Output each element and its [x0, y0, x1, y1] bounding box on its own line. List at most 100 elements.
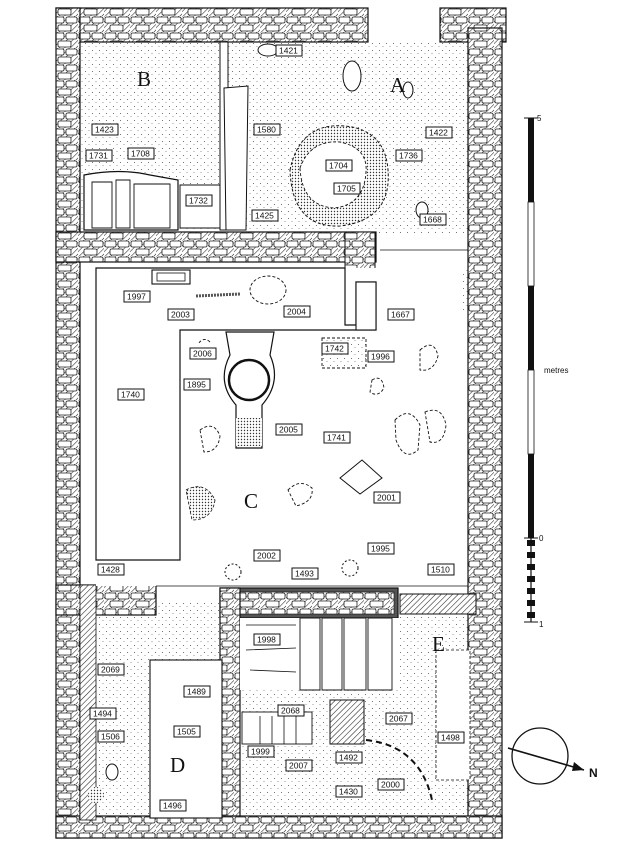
svg-text:1895: 1895	[187, 380, 206, 390]
svg-text:2002: 2002	[257, 551, 276, 561]
context-label-1425: 1425	[251, 209, 279, 222]
svg-text:1498: 1498	[441, 733, 460, 743]
context-label-1506: 1506	[97, 730, 125, 743]
context-label-2006: 2006	[189, 347, 217, 360]
context-label-1997: 1997	[123, 290, 151, 303]
svg-text:1425: 1425	[255, 211, 274, 221]
context-label-1422: 1422	[425, 126, 453, 139]
context-label-1736: 1736	[395, 149, 423, 162]
north-arrowhead-icon	[572, 762, 584, 771]
context-label-1496: 1496	[159, 799, 187, 812]
svg-text:1708: 1708	[131, 149, 150, 159]
north-arrow: N	[507, 727, 598, 785]
svg-text:1422: 1422	[429, 128, 448, 138]
svg-text:2004: 2004	[287, 307, 306, 317]
context-label-2007: 2007	[285, 759, 313, 772]
context-label-1423: 1423	[91, 123, 119, 136]
svg-text:1995: 1995	[371, 544, 390, 554]
svg-text:1741: 1741	[327, 433, 346, 443]
context-label-2068: 2068	[277, 704, 305, 717]
room-label-e: E	[432, 632, 445, 656]
svg-text:1996: 1996	[371, 352, 390, 362]
svg-text:1430: 1430	[339, 787, 358, 797]
room-label-a: A	[390, 73, 406, 97]
context-label-1493: 1493	[291, 567, 319, 580]
room-letters: A B C D E	[137, 67, 445, 777]
svg-text:2006: 2006	[193, 349, 212, 359]
context-label-1741: 1741	[323, 431, 351, 444]
context-label-1667: 1667	[387, 308, 415, 321]
svg-text:1736: 1736	[399, 151, 418, 161]
context-label-1705: 1705	[333, 182, 361, 195]
svg-text:1731: 1731	[89, 151, 108, 161]
svg-text:2067: 2067	[389, 714, 408, 724]
context-label-1421: 1421	[275, 44, 303, 57]
scale-unit-label: metres	[544, 366, 568, 375]
svg-text:2069: 2069	[101, 665, 120, 675]
context-label-1498: 1498	[437, 731, 465, 744]
outer-walls	[55, 7, 507, 839]
context-label-1489: 1489	[183, 685, 211, 698]
context-label-1704: 1704	[325, 159, 353, 172]
svg-text:1998: 1998	[257, 635, 276, 645]
svg-text:1493: 1493	[295, 569, 314, 579]
svg-text:1704: 1704	[329, 161, 348, 171]
scale-bar: 5 metres 0 1	[524, 114, 568, 629]
svg-text:2068: 2068	[281, 706, 300, 716]
scale-fine-ticks	[527, 540, 535, 618]
svg-text:1667: 1667	[391, 310, 410, 320]
context-label-1580: 1580	[253, 123, 281, 136]
context-label-1998: 1998	[253, 633, 281, 646]
svg-text:1732: 1732	[189, 196, 208, 206]
context-label-1740: 1740	[117, 388, 145, 401]
context-label-1492: 1492	[335, 751, 363, 764]
interior-walls	[55, 231, 477, 821]
svg-text:1492: 1492	[339, 753, 358, 763]
context-label-2067: 2067	[385, 712, 413, 725]
context-label-1510: 1510	[427, 563, 455, 576]
context-label-2004: 2004	[283, 305, 311, 318]
context-labels: 1421 1423 1580 1422 1731 1708 1704 1736 …	[85, 44, 465, 812]
svg-text:1505: 1505	[177, 727, 196, 737]
room-label-b: B	[137, 67, 151, 91]
room-label-c: C	[244, 489, 258, 513]
room-label-d: D	[170, 753, 185, 777]
context-label-1742: 1742	[321, 342, 349, 355]
svg-text:1742: 1742	[325, 344, 344, 354]
svg-text:1496: 1496	[163, 801, 182, 811]
svg-text:2001: 2001	[377, 493, 396, 503]
context-label-2002: 2002	[253, 549, 281, 562]
svg-text:1668: 1668	[423, 215, 442, 225]
svg-text:1580: 1580	[257, 125, 276, 135]
svg-text:1999: 1999	[251, 747, 270, 757]
svg-text:1705: 1705	[337, 184, 356, 194]
scale-tick-0: 0	[539, 534, 544, 543]
svg-text:2005: 2005	[279, 425, 298, 435]
context-label-1732: 1732	[185, 194, 213, 207]
context-label-2000: 2000	[377, 778, 405, 791]
context-label-1996: 1996	[367, 350, 395, 363]
svg-text:1506: 1506	[101, 732, 120, 742]
context-label-2005: 2005	[275, 423, 303, 436]
svg-text:2003: 2003	[171, 310, 190, 320]
context-label-1494: 1494	[89, 707, 117, 720]
context-label-2001: 2001	[373, 491, 401, 504]
room-de-features	[88, 617, 471, 819]
north-label: N	[589, 766, 598, 780]
svg-text:1494: 1494	[93, 709, 112, 719]
svg-text:1489: 1489	[187, 687, 206, 697]
scale-tick-1: 1	[539, 620, 544, 629]
svg-text:1421: 1421	[279, 46, 298, 56]
context-label-2069: 2069	[97, 663, 125, 676]
context-label-1668: 1668	[419, 213, 447, 226]
context-label-1428: 1428	[97, 563, 125, 576]
svg-text:1510: 1510	[431, 565, 450, 575]
svg-text:1428: 1428	[101, 565, 120, 575]
context-label-1999: 1999	[247, 745, 275, 758]
context-label-1895: 1895	[183, 378, 211, 391]
context-label-2003: 2003	[167, 308, 195, 321]
context-label-1430: 1430	[335, 785, 363, 798]
svg-text:1997: 1997	[127, 292, 146, 302]
svg-text:1423: 1423	[95, 125, 114, 135]
